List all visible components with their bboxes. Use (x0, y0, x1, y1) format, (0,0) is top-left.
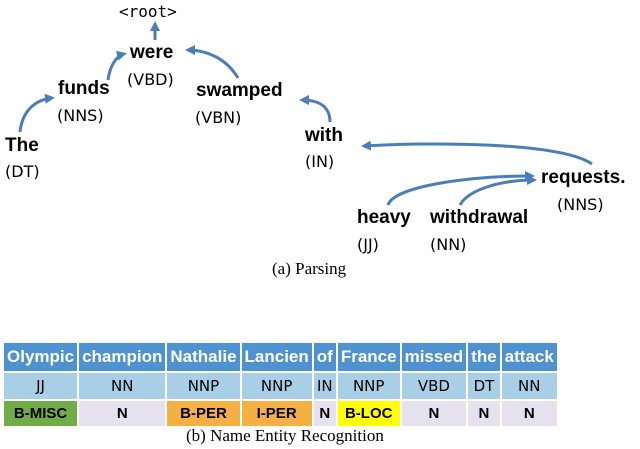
pos-cell: IN (313, 373, 336, 401)
word-cell: missed (401, 343, 467, 373)
entity-row: B-MISC N B-PER I-PER N B-LOC N N N (4, 401, 557, 426)
root-node: <root> (119, 2, 177, 21)
words-row: Olympic champion Nathalie Lancien of Fra… (4, 343, 557, 373)
pos-tag: (JJ) (357, 235, 379, 254)
word-cell: Nathalie (167, 343, 240, 373)
dependency-arrow-heavy-to-requests (386, 171, 535, 206)
pos-cell: NN (501, 373, 557, 401)
caption-parsing: (a) Parsing (272, 259, 347, 278)
ner-table: Olympic champion Nathalie Lancien of Fra… (2, 343, 559, 426)
word-label: The (5, 135, 39, 156)
pos-tag: (DT) (5, 162, 40, 181)
pos-cell: VBD (401, 373, 467, 401)
word-label: heavy (357, 207, 411, 228)
pos-row: JJ NN NNP NNP IN NNP VBD DT NN (4, 373, 557, 401)
pos-cell: NNP (167, 373, 240, 401)
dependency-arrow-the-to-funds (18, 93, 55, 133)
dependency-arrow-funds-to-were (106, 50, 127, 81)
word-cell: Lancien (241, 343, 312, 373)
word-label: requests. (541, 167, 626, 188)
pos-cell: JJ (4, 373, 78, 401)
entity-cell: N (313, 401, 336, 426)
entity-cell: I-PER (241, 401, 312, 426)
word-label: were (130, 42, 174, 63)
pos-tag: (VBN) (195, 108, 242, 127)
pos-tag: (NN) (430, 235, 467, 254)
entity-cell: B-PER (167, 401, 240, 426)
pos-cell: DT (468, 373, 500, 401)
caption-ner: (b) Name Entity Recognition (186, 426, 384, 445)
entity-cell: B-MISC (4, 401, 78, 426)
dependency-arrow-requests-to-with (361, 140, 593, 166)
dependency-arrow-withdrawal-to-requests (458, 175, 537, 206)
pos-tag: (IN) (305, 152, 335, 171)
dependency-tree (18, 21, 593, 206)
entity-cell: N (468, 401, 500, 426)
word-label: with (305, 125, 343, 146)
entity-cell: N (79, 401, 166, 426)
pos-tag: (VBD) (127, 70, 174, 89)
dependency-arrow-swamped-to-were (185, 45, 240, 79)
entity-cell: N (501, 401, 557, 426)
word-cell: the (468, 343, 500, 373)
word-label: withdrawal (430, 207, 529, 228)
entity-cell: N (401, 401, 467, 426)
word-label: funds (58, 78, 110, 99)
pos-cell: NN (79, 373, 166, 401)
word-cell: champion (79, 343, 166, 373)
word-cell: Olympic (4, 343, 78, 373)
word-cell: of (313, 343, 336, 373)
word-cell: attack (501, 343, 557, 373)
pos-cell: NNP (241, 373, 312, 401)
pos-tag: (NNS) (557, 195, 604, 214)
entity-cell: B-LOC (337, 401, 400, 426)
dependency-arrow-with-to-swamped (299, 95, 332, 123)
word-label: swamped (196, 80, 283, 101)
pos-tag: (NNS) (57, 106, 104, 125)
pos-cell: NNP (337, 373, 400, 401)
word-cell: France (337, 343, 400, 373)
